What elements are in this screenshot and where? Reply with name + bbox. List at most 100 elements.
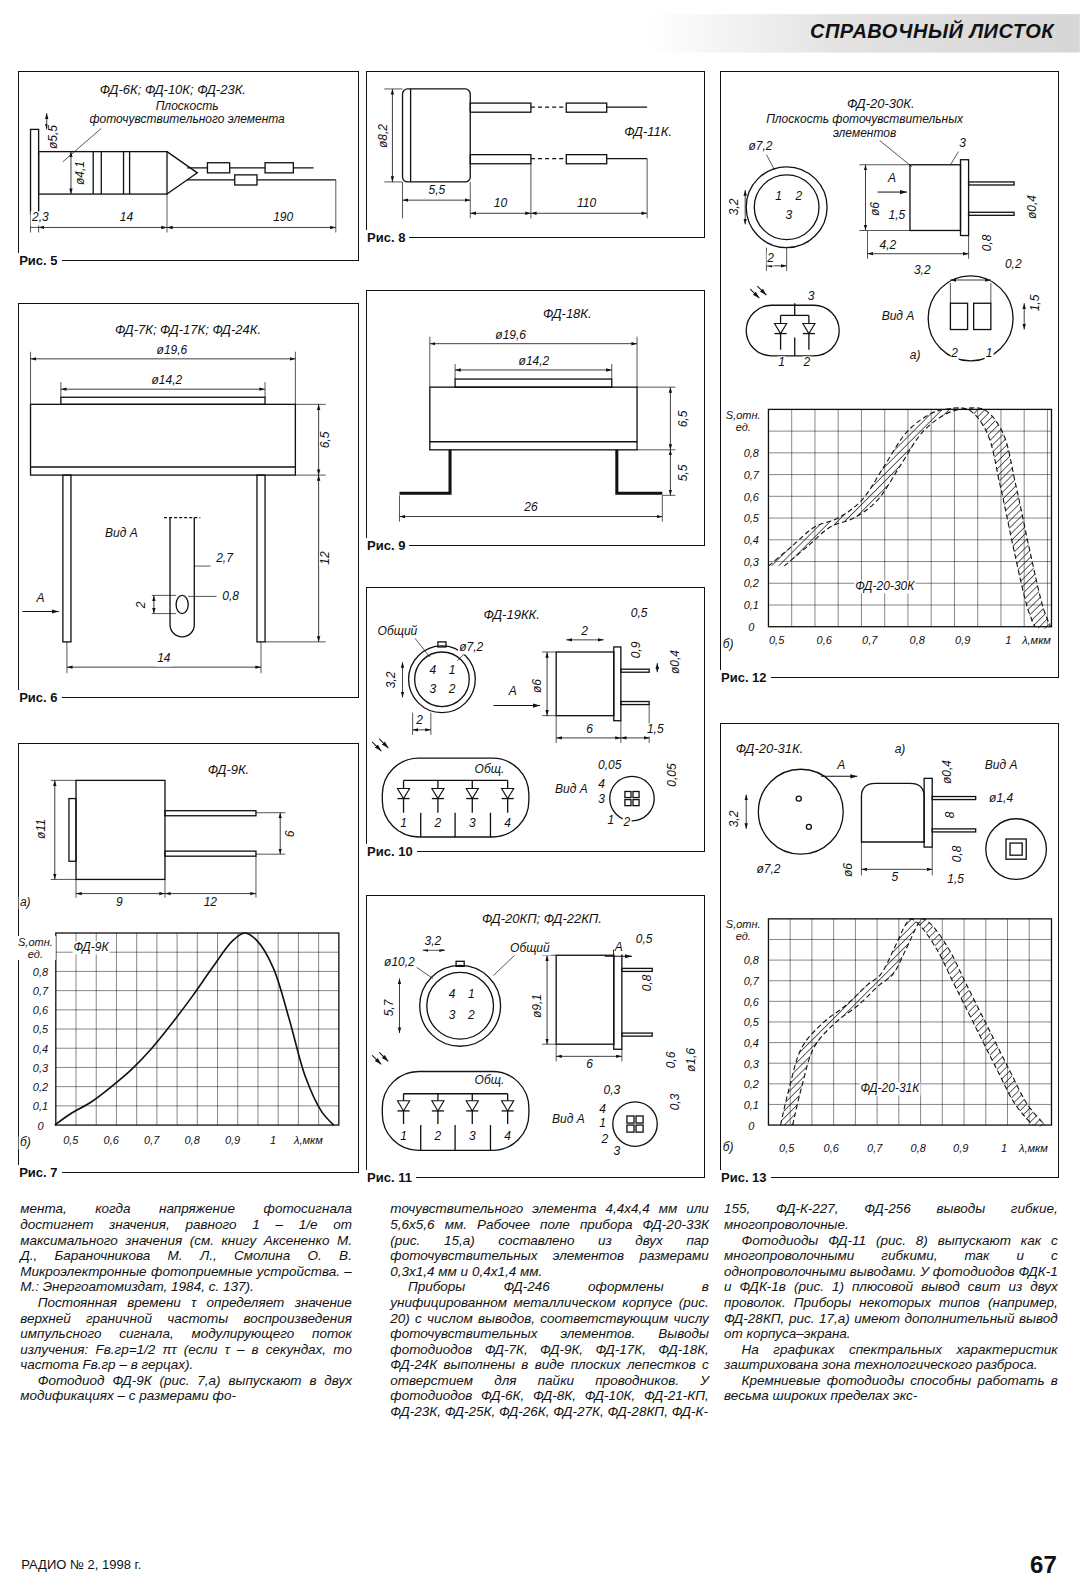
fd19kk-drawing-part bbox=[413, 729, 431, 730]
fd19kk-drawing-part bbox=[432, 788, 444, 798]
dimension-label: 3,2 bbox=[386, 670, 399, 689]
fd2030k-drawing-part bbox=[766, 265, 786, 266]
fd19kk-drawing-part bbox=[466, 788, 478, 798]
pin-number: 1 bbox=[467, 988, 476, 1001]
axis-tick: 0,5 bbox=[768, 634, 785, 646]
fd2030k-drawing-part bbox=[950, 152, 958, 165]
spectral-chart-part bbox=[768, 960, 1051, 961]
body-text: точувствительного элемента 4,4x4,4 мм ил… bbox=[390, 1201, 709, 1279]
axis-tick: 0,6 bbox=[103, 1134, 120, 1146]
axis-tick: 0,5 bbox=[62, 1134, 79, 1146]
fd6k-drawing-part bbox=[167, 152, 197, 194]
fd11k-drawing-part bbox=[392, 89, 393, 182]
axis-tick: 0,6 bbox=[823, 1142, 840, 1154]
fd19kk-drawing-part bbox=[614, 647, 621, 721]
fd9k-drawing-part bbox=[256, 854, 285, 855]
pin-number: 1 bbox=[399, 1130, 408, 1143]
dimension-label: 0,8 bbox=[951, 845, 964, 864]
axis-tick: 0,2 bbox=[743, 577, 760, 589]
dimension-label: ø14,2 bbox=[518, 355, 551, 368]
axis-tick: 0,2 bbox=[743, 1078, 760, 1090]
axis-tick: 0,4 bbox=[32, 1043, 49, 1055]
fd19kk-drawing-part bbox=[621, 702, 649, 705]
fd18k-drawing-part bbox=[430, 343, 637, 344]
axis-tick: 0,5 bbox=[743, 1016, 760, 1028]
axis-title: S,отн. ед. bbox=[723, 918, 763, 942]
fd18k-drawing-part bbox=[399, 495, 400, 521]
fd19kk-drawing-part bbox=[454, 813, 455, 837]
panel-letter: а) bbox=[909, 349, 922, 362]
spectral-chart-part bbox=[56, 1086, 339, 1087]
curve-label: ФД-20-30К bbox=[854, 580, 915, 593]
fd20kp-drawing-part bbox=[627, 1116, 634, 1123]
fd11k-drawing-part bbox=[566, 103, 606, 112]
body-text: Кремниевые фотодиоды способны работать в… bbox=[724, 1373, 1058, 1404]
fd19kk-drawing-part bbox=[438, 642, 446, 647]
dimension-label: 3,2 bbox=[913, 264, 932, 277]
fd19kk-drawing-part bbox=[657, 663, 658, 672]
figure-caption: Рис. 11 bbox=[366, 1170, 416, 1186]
figure-caption: Рис. 6 bbox=[18, 690, 61, 706]
view-arrow-label: А bbox=[508, 685, 518, 698]
body-text: Приборы ФД-246 оформлены в унифицированн… bbox=[390, 1279, 709, 1419]
fd2030k-drawing-part bbox=[794, 338, 795, 356]
fd20kp-drawing-part bbox=[454, 1125, 455, 1150]
dimension-label: ø0,4 bbox=[1027, 194, 1040, 220]
fd18k-drawing-part bbox=[662, 495, 663, 521]
fd20kp-drawing-part bbox=[622, 968, 652, 971]
pin-number: 2 bbox=[795, 191, 804, 204]
figure-panel: ФД-20-31К.Рис. 13 bbox=[720, 723, 1059, 1178]
axis-tick: λ,мкм bbox=[1021, 634, 1052, 646]
dimension-label: ø5,5 bbox=[47, 124, 60, 150]
fd9k-drawing-part bbox=[255, 856, 256, 897]
fd9k-drawing-part bbox=[165, 851, 256, 856]
view-arrow-label: А bbox=[35, 592, 45, 605]
dimension-label: 0,8 bbox=[981, 233, 994, 252]
spectral-chart-part bbox=[784, 408, 1050, 627]
fd7k-drawing-part bbox=[170, 518, 194, 637]
fd19kk-drawing-part bbox=[633, 800, 639, 806]
fd18k-drawing-part bbox=[399, 450, 450, 493]
fd2030k-drawing-part bbox=[969, 182, 1014, 185]
fd9k-drawing-part bbox=[165, 893, 256, 894]
view-label: Вид А bbox=[551, 1114, 586, 1127]
dimension-label: 2,7 bbox=[215, 553, 234, 566]
pin-number: 2 bbox=[434, 1130, 443, 1143]
fd11k-drawing-part bbox=[607, 158, 647, 159]
spectral-chart-part bbox=[769, 408, 1035, 627]
fd11k-drawing-part bbox=[384, 181, 402, 182]
axis-tick: 0,1 bbox=[32, 1100, 49, 1112]
pin-number: 4 bbox=[448, 988, 457, 1001]
dimension-label: 6 bbox=[585, 1058, 594, 1071]
dimension-label: 6 bbox=[585, 724, 594, 737]
pin-number: 1 bbox=[777, 356, 786, 369]
fd20kp-drawing-part bbox=[613, 1102, 657, 1146]
dimension-label: 0,9 bbox=[630, 641, 643, 660]
fd6k-drawing-part bbox=[31, 129, 39, 214]
spectral-chart-part bbox=[768, 980, 1051, 981]
fd18k-drawing-part bbox=[637, 449, 675, 450]
dimension-label: 4,2 bbox=[879, 239, 898, 252]
fd6k-drawing bbox=[31, 113, 336, 232]
fd20kp-drawing-part bbox=[399, 978, 400, 1033]
fd20kp-drawing-part bbox=[621, 1049, 622, 1061]
spectral-chart-part bbox=[781, 919, 1033, 1125]
axis-tick: 0,9 bbox=[224, 1134, 241, 1146]
view-label: Вид А bbox=[554, 783, 589, 796]
fd6k-drawing-part bbox=[93, 152, 94, 194]
fd7k-drawing-part bbox=[152, 595, 176, 596]
body-text: На графиках спектральных характеристик з… bbox=[724, 1342, 1058, 1373]
spectral-chart-part bbox=[56, 1029, 339, 1030]
dimension-label: 110 bbox=[576, 198, 597, 211]
dimension-label: 5 bbox=[891, 871, 900, 884]
axis-tick: 0,9 bbox=[954, 634, 971, 646]
figure-caption: Рис. 5 bbox=[18, 253, 61, 269]
fd7k-drawing-part bbox=[66, 642, 67, 673]
fd7k-drawing-part bbox=[22, 611, 58, 612]
dimension-label: 0,8 bbox=[642, 974, 655, 993]
fd19kk-drawing-part bbox=[621, 737, 649, 738]
fd18k-drawing-part bbox=[670, 387, 671, 450]
body-text: мента, когда напряжение фотосигнала дост… bbox=[20, 1201, 352, 1295]
body-text: Фотодиоды ФД-11 (рис. 8) выпускают как с… bbox=[724, 1233, 1058, 1342]
fd6k-drawing-part bbox=[166, 194, 167, 232]
